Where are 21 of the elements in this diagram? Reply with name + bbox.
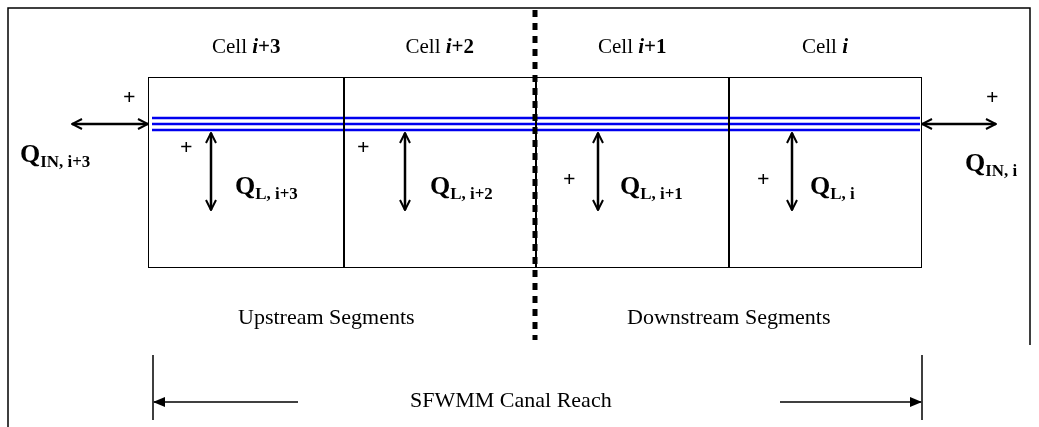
flow-arrow <box>921 118 997 130</box>
sign-label: + <box>357 136 370 158</box>
region-label: Downstream Segments <box>627 306 831 328</box>
cell-heading: Cell i+3 <box>211 35 281 57</box>
sign-label: + <box>563 168 576 190</box>
region-label: SFWMM Canal Reach <box>410 389 612 411</box>
sign-label: + <box>757 168 770 190</box>
sign-label: + <box>180 136 193 158</box>
flow-label: Q$_{IN, i}$ <box>965 150 1018 180</box>
flow-label: Q$_{IN, i+3}$ <box>20 141 91 171</box>
cell-heading: Cell i+2 <box>405 35 475 57</box>
flow-arrow <box>71 118 149 130</box>
cell-heading: Cell i <box>801 35 849 57</box>
sign-label: + <box>986 86 999 108</box>
sign-label: + <box>123 86 136 108</box>
flow-label: Q$_{L, i+1}$ <box>620 173 683 203</box>
flow-label: Q$_{L, i+2}$ <box>430 173 493 203</box>
flow-label: Q$_{L, i+3}$ <box>235 173 298 203</box>
cell-heading: Cell i+1 <box>597 35 667 57</box>
flow-label: Q$_{L, i}$ <box>810 173 855 203</box>
region-label: Upstream Segments <box>238 306 415 328</box>
